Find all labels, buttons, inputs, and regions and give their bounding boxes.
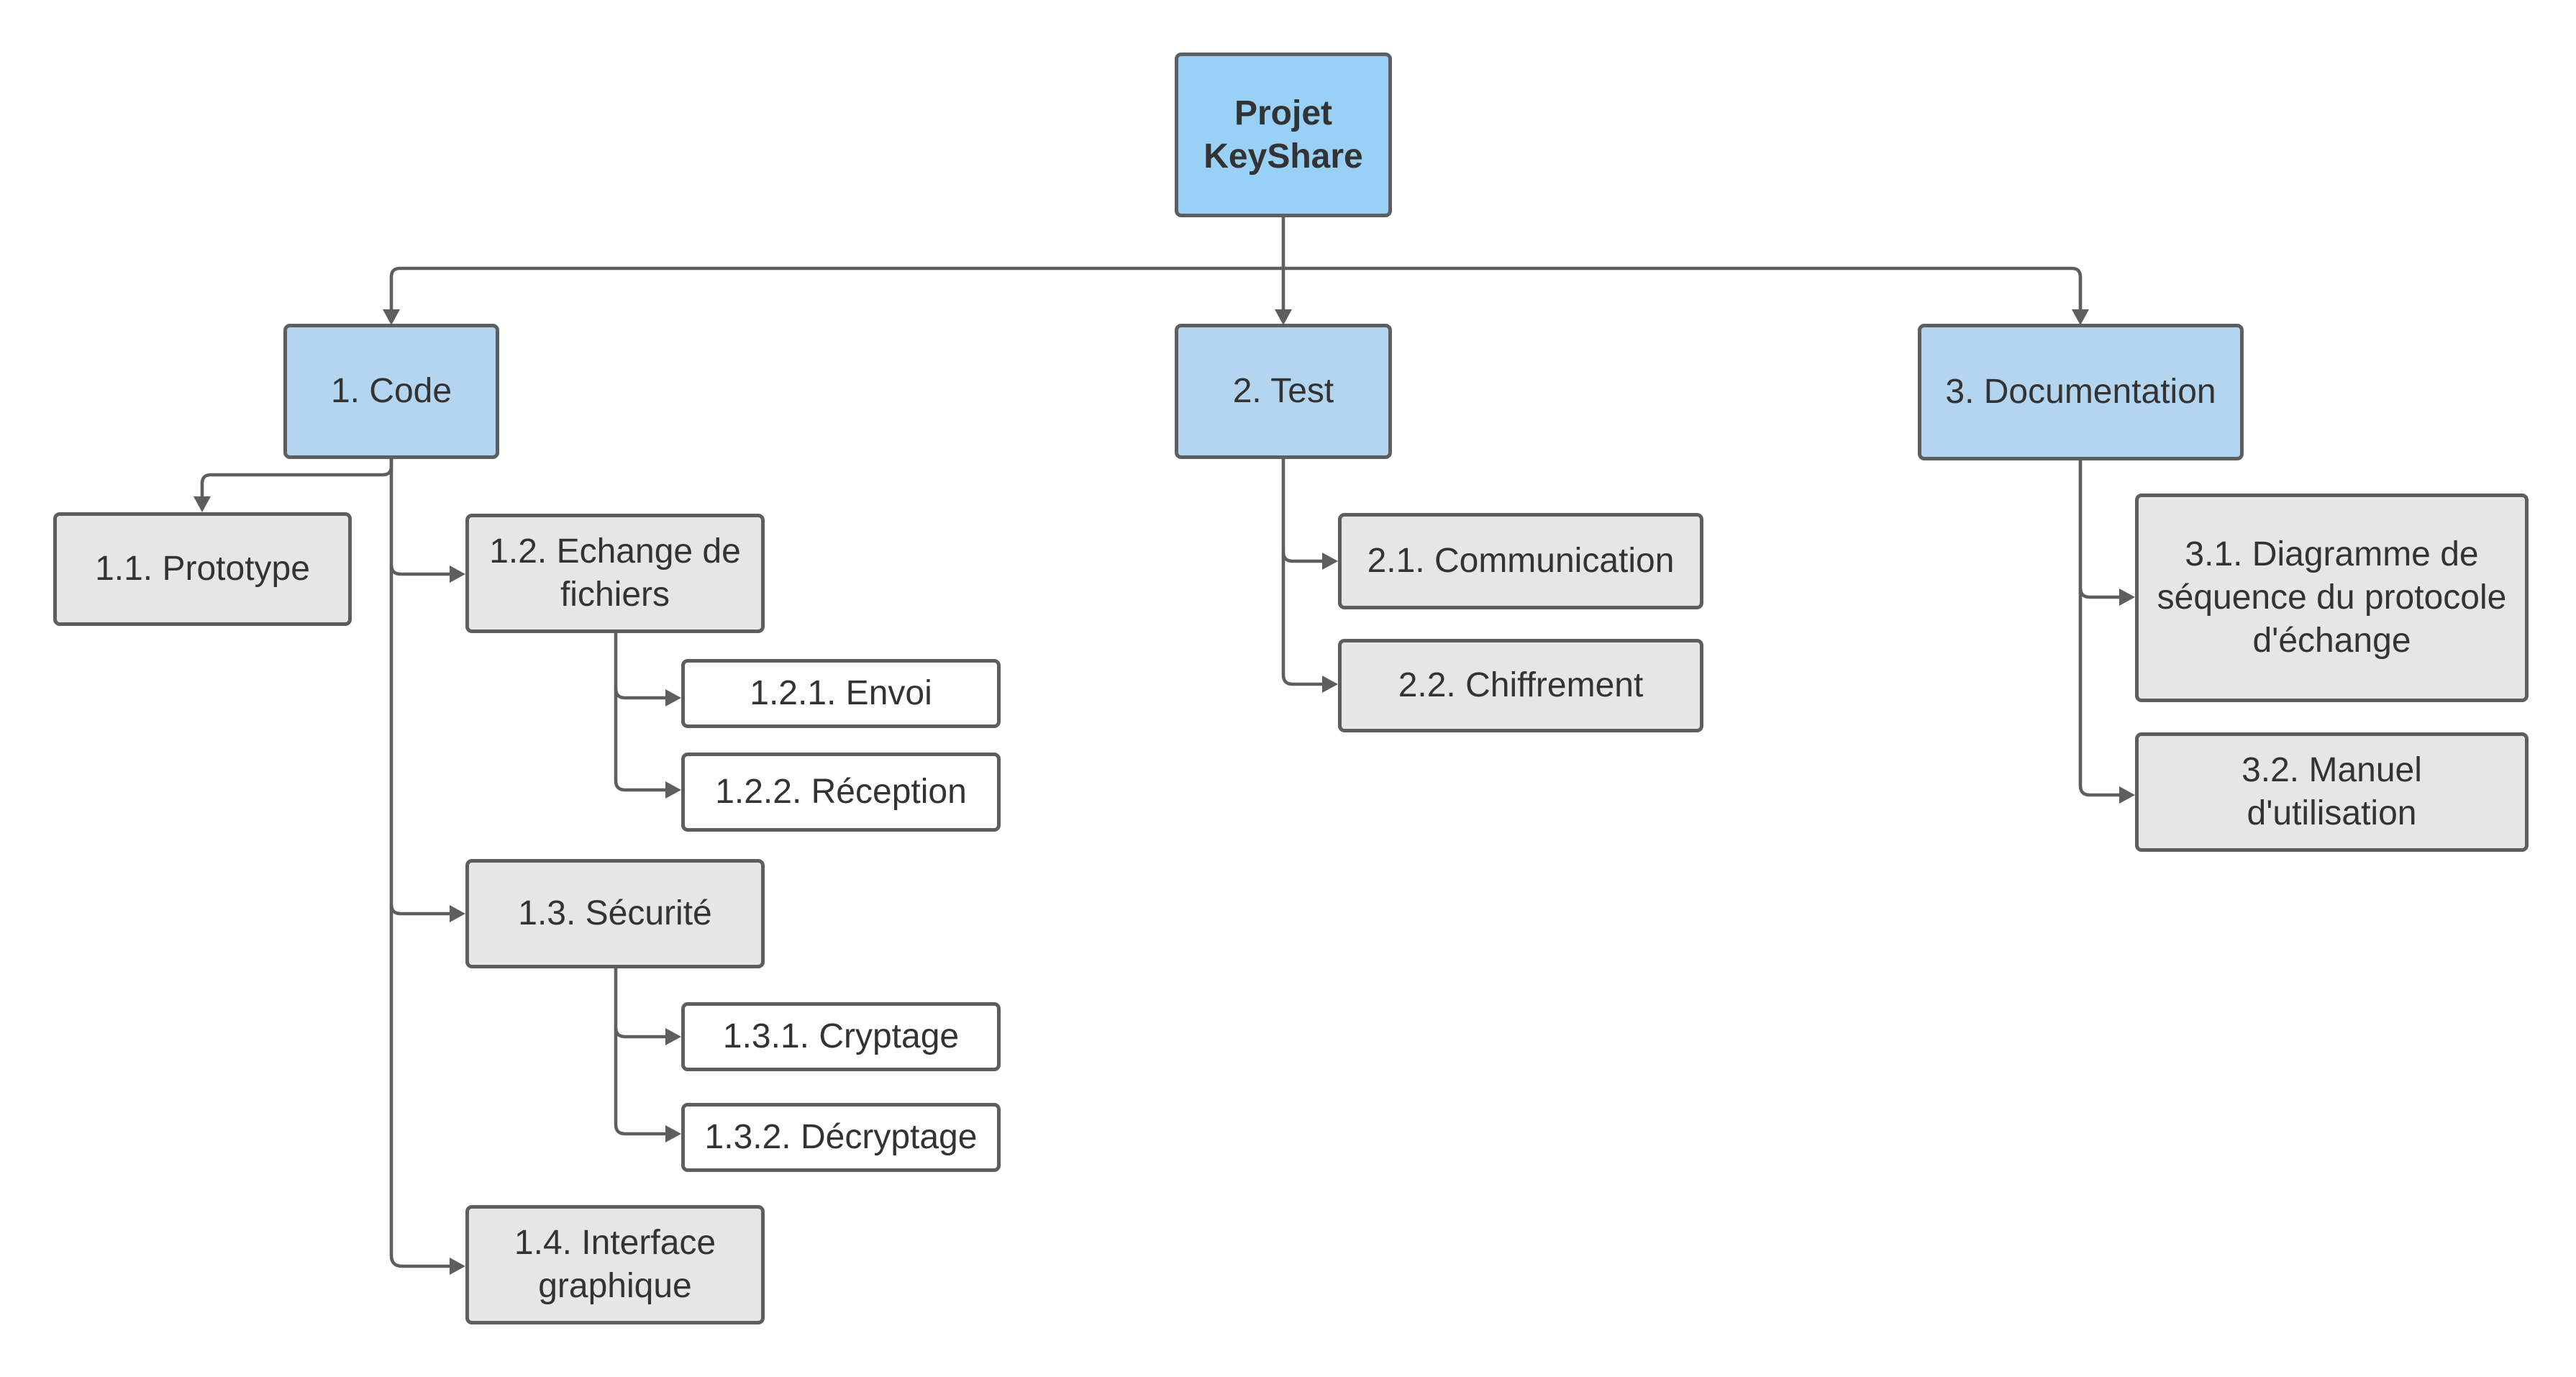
node-label: Projet KeyShare	[1203, 94, 1363, 176]
arrow-to-chiffrement	[1322, 676, 1338, 693]
arrow-to-reception	[665, 781, 681, 799]
arrow-to-test	[1275, 309, 1292, 325]
arrow-to-cryptage	[665, 1028, 681, 1045]
node-label: 1.4. Interface graphique	[514, 1224, 716, 1305]
node-label: 2. Test	[1232, 372, 1334, 410]
arrow-to-envoi	[665, 689, 681, 706]
connector-echange-envoi	[614, 688, 665, 700]
node-label: 1.2.2. Réception	[715, 773, 967, 811]
arrow-to-securite	[450, 905, 465, 922]
node-cryptage: 1.3.1. Cryptage	[681, 1002, 1001, 1071]
node-prototype: 1.1. Prototype	[53, 512, 352, 626]
arrow-to-decryptage	[665, 1125, 681, 1142]
connector-securite-cryptage	[614, 1027, 665, 1039]
connector-code-securite	[389, 904, 450, 916]
node-label: 1. Code	[330, 372, 452, 410]
arrow-to-communication	[1322, 553, 1338, 570]
connector-code-echange	[389, 564, 450, 576]
arrow-to-diagramme	[2119, 588, 2135, 606]
node-decryptage: 1.3.2. Décryptage	[681, 1103, 1001, 1172]
node-label: 2.2. Chiffrement	[1398, 666, 1644, 704]
node-manuel-utilisation: 3.2. Manuel d'utilisation	[2135, 732, 2529, 852]
arrow-to-interface	[450, 1258, 465, 1275]
node-communication: 2.1. Communication	[1338, 513, 1703, 609]
connector-echange-trunk	[614, 633, 665, 792]
connector-test-communication	[1281, 551, 1322, 563]
arrow-to-manuel	[2119, 786, 2135, 804]
arrow-to-echange	[450, 565, 465, 583]
node-label: 1.2. Echange de fichiers	[489, 532, 741, 614]
node-documentation: 3. Documentation	[1918, 324, 2244, 460]
node-test: 2. Test	[1175, 324, 1392, 459]
node-interface-graphique: 1.4. Interface graphique	[465, 1205, 765, 1324]
connector-root-bus	[389, 266, 2083, 309]
node-root-projet-keyshare: Projet KeyShare	[1175, 53, 1392, 217]
node-label: 3. Documentation	[1945, 373, 2216, 411]
connector-code-trunk	[389, 459, 450, 1268]
arrow-to-code	[383, 309, 400, 325]
node-code: 1. Code	[283, 324, 499, 459]
node-echange-de-fichiers: 1.2. Echange de fichiers	[465, 514, 765, 633]
connector-code-prototype	[200, 459, 393, 496]
connector-test-trunk	[1281, 459, 1322, 686]
node-reception: 1.2.2. Réception	[681, 753, 1001, 832]
connector-securite-trunk	[614, 968, 665, 1136]
connector-doc-diagramme	[2078, 587, 2119, 599]
node-label: 1.3.2. Décryptage	[704, 1118, 978, 1156]
node-envoi: 1.2.1. Envoi	[681, 659, 1001, 728]
arrow-to-documentation	[2072, 309, 2089, 325]
node-label: 1.3. Sécurité	[518, 894, 712, 932]
node-diagramme-de-sequence: 3.1. Diagramme de séquence du protocole …	[2135, 494, 2529, 702]
node-label: 1.1. Prototype	[95, 550, 310, 588]
node-label: 3.1. Diagramme de séquence du protocole …	[2157, 535, 2507, 660]
node-label: 1.3.1. Cryptage	[722, 1017, 960, 1055]
node-label: 1.2.1. Envoi	[750, 674, 932, 712]
node-securite: 1.3. Sécurité	[465, 859, 765, 968]
node-chiffrement: 2.2. Chiffrement	[1338, 639, 1703, 732]
connector-doc-trunk	[2078, 460, 2119, 797]
node-label: 3.2. Manuel d'utilisation	[2242, 751, 2422, 832]
node-label: 2.1. Communication	[1367, 542, 1675, 580]
arrow-to-prototype	[194, 496, 211, 512]
